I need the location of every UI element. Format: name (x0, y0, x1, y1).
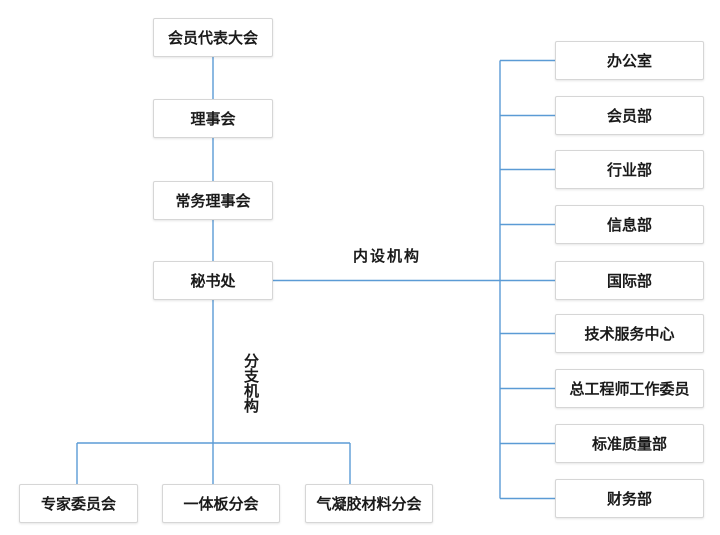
node-expert-committee: 专家委员会 (19, 484, 138, 523)
node-technical-service-center: 技术服务中心 (555, 314, 704, 353)
node-finance-dept: 财务部 (555, 479, 704, 518)
node-industry-dept: 行业部 (555, 150, 704, 189)
node-secretariat: 秘书处 (153, 261, 273, 300)
node-membership-dept: 会员部 (555, 96, 704, 135)
node-chief-engineer-committee: 总工程师工作委员 (555, 369, 704, 408)
node-standing-council: 常务理事会 (153, 181, 273, 220)
node-integrated-panel-branch: 一体板分会 (162, 484, 280, 523)
node-council: 理事会 (153, 99, 273, 138)
node-information-dept: 信息部 (555, 205, 704, 244)
node-standards-quality-dept: 标准质量部 (555, 424, 704, 463)
node-office: 办公室 (555, 41, 704, 80)
branch-orgs-label: 分支机构 (242, 353, 260, 413)
node-international-dept: 国际部 (555, 261, 704, 300)
node-member-assembly: 会员代表大会 (153, 18, 273, 57)
node-aerogel-materials-branch: 气凝胶材料分会 (305, 484, 433, 523)
internal-orgs-label: 内设机构 (353, 247, 422, 265)
